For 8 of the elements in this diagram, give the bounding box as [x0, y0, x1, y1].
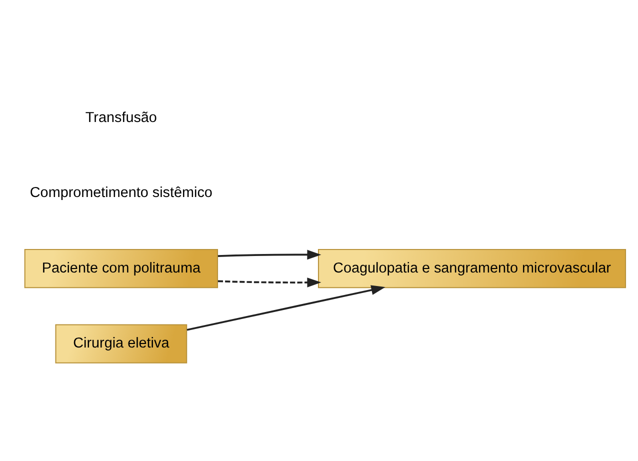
label: Transfusão	[85, 109, 157, 126]
arrow	[186, 284, 386, 330]
node-box: Paciente com politrauma	[24, 248, 218, 288]
node-box: Coagulopatia e sangramento microvascular	[318, 248, 626, 288]
node-box: Cirurgia eletiva	[55, 324, 188, 363]
arrow	[218, 277, 322, 287]
label: Comprometimento sistêmico	[30, 184, 212, 201]
arrow	[218, 249, 322, 260]
